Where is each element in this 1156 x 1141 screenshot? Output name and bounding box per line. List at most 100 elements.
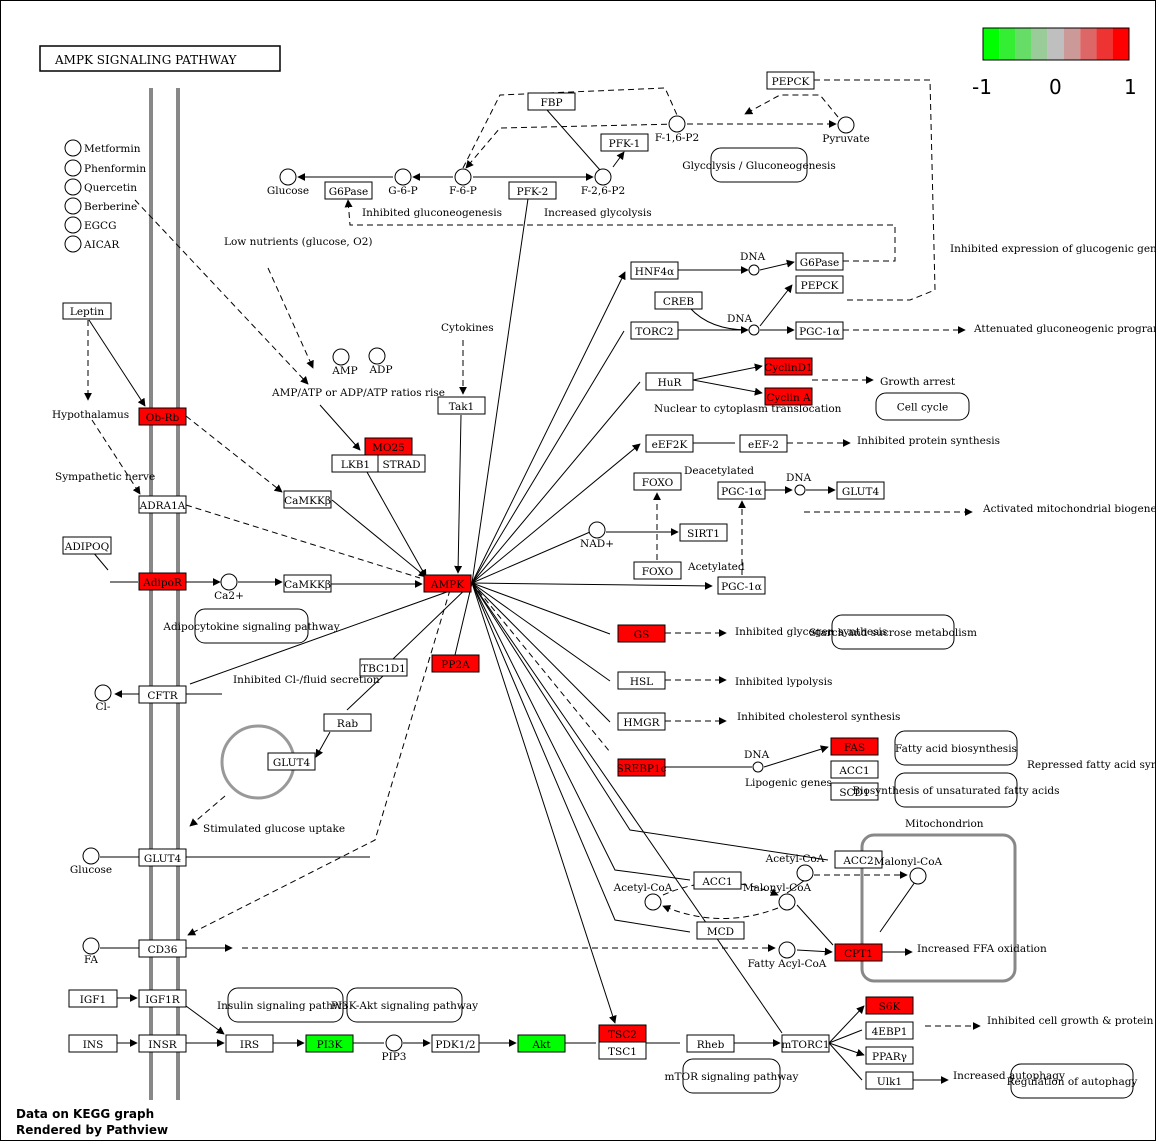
gene-creb[interactable]: CREB (654, 291, 703, 310)
gene-ppargamma[interactable]: PPARγ (865, 1046, 914, 1065)
gene-mcd[interactable]: MCD (696, 921, 745, 940)
gene-rab[interactable]: Rab (323, 713, 372, 732)
compound-acetylcoa2[interactable]: Acetyl-CoA (613, 882, 673, 911)
pathway-link-box[interactable] (875, 392, 970, 421)
gene-hsl[interactable]: HSL (617, 671, 666, 690)
pathway-link-insulin[interactable]: Insulin signaling pathway (217, 987, 354, 1023)
gene-box[interactable] (323, 713, 372, 732)
gene-box[interactable] (62, 302, 112, 320)
gene-cftr[interactable]: CFTR (138, 685, 187, 704)
gene-adipor[interactable]: AdipoR (138, 572, 187, 591)
compound-aicar[interactable]: AICAR (64, 235, 120, 253)
compound-circle[interactable] (454, 168, 472, 186)
gene-box[interactable] (527, 92, 576, 111)
gene-box[interactable] (283, 490, 332, 509)
gene-box[interactable] (633, 561, 682, 580)
gene-rheb[interactable]: Rheb (686, 1034, 735, 1053)
gene-box[interactable] (138, 1034, 187, 1053)
gene-box[interactable] (617, 758, 666, 777)
compound-circle[interactable] (837, 116, 855, 134)
compound-circle[interactable] (220, 573, 238, 591)
gene-leptin[interactable]: Leptin (62, 302, 112, 320)
gene-box[interactable] (617, 671, 666, 690)
gene-fas[interactable]: FAS (830, 737, 879, 756)
compound-f16p2[interactable]: F-1,6-P2 (655, 115, 699, 144)
gene-box[interactable] (62, 536, 112, 555)
gene-tbc1d1[interactable]: TBC1D1 (359, 658, 408, 677)
gene-hmgr[interactable]: HMGR (617, 712, 666, 731)
gene-box[interactable] (717, 481, 766, 500)
gene-cpt1[interactable]: CPT1 (834, 943, 883, 962)
compound-f6p[interactable]: F-6-P (449, 168, 477, 197)
compound-egcg[interactable]: EGCG (64, 216, 116, 234)
compound-circle[interactable] (588, 521, 606, 539)
gene-cyclind1[interactable]: CyclinD1 (764, 357, 813, 376)
gene-box[interactable] (423, 574, 472, 593)
gene-box[interactable] (865, 996, 914, 1015)
compound-malonylcoa1[interactable]: Malonyl-CoA (874, 856, 943, 885)
gene-eef2[interactable]: eEF-2 (739, 434, 788, 453)
compound-circle[interactable] (909, 867, 927, 885)
gene-glut4-mem[interactable]: GLUT4 (138, 848, 187, 867)
compound-berberine[interactable]: Berberine (64, 197, 137, 215)
compound-circle[interactable] (394, 168, 412, 186)
gene-hur[interactable]: HuR (645, 372, 694, 391)
gene-box[interactable] (138, 572, 187, 591)
compound-circle[interactable] (64, 178, 82, 196)
gene-pi3k[interactable]: PI3K (305, 1034, 354, 1053)
gene-box[interactable] (324, 181, 373, 200)
compound-circle[interactable] (64, 216, 82, 234)
pathway-link-starch[interactable]: Starch and sucrose metabolism (809, 614, 977, 650)
gene-camkkb2[interactable]: CaMKKβ (283, 574, 332, 593)
compound-pyruvate[interactable]: Pyruvate (822, 116, 870, 145)
gene-box[interactable] (865, 1071, 914, 1090)
gene-pfk1[interactable]: PFK-1 (600, 133, 649, 152)
compound-circle[interactable] (279, 168, 297, 186)
gene-box[interactable] (795, 252, 844, 271)
gene-tsc1[interactable]: TSC1 (598, 1041, 647, 1060)
gene-mo25[interactable]: MO25 (364, 437, 413, 456)
gene-insr[interactable]: INSR (138, 1034, 187, 1053)
gene-box[interactable] (764, 387, 813, 406)
pathway-link-box[interactable] (894, 730, 1018, 766)
compound-circle[interactable] (368, 347, 386, 365)
compound-circle[interactable] (82, 847, 100, 865)
gene-box[interactable] (630, 321, 679, 340)
gene-box[interactable] (305, 1034, 354, 1053)
gene-pgc1a1[interactable]: PGC-1α (795, 321, 844, 340)
gene-pepck2[interactable]: PEPCK (795, 275, 844, 294)
pathway-link-box[interactable] (346, 987, 463, 1023)
gene-box[interactable] (654, 291, 703, 310)
gene-box[interactable] (508, 181, 557, 200)
gene-pgc1a2[interactable]: PGC-1α (717, 481, 766, 500)
gene-box[interactable] (437, 396, 486, 415)
gene-box[interactable] (598, 1041, 647, 1060)
compound-circle[interactable] (82, 937, 100, 955)
gene-box[interactable] (739, 434, 788, 453)
compound-malonylcoa2[interactable]: Malonyl-CoA (743, 882, 812, 911)
gene-box[interactable] (834, 943, 883, 962)
gene-box[interactable] (696, 921, 745, 940)
gene-irs[interactable]: IRS (225, 1034, 274, 1053)
compound-fattyacylcoa[interactable]: Fatty Acyl-CoA (748, 941, 827, 970)
gene-akt[interactable]: Akt (517, 1034, 566, 1053)
gene-box[interactable] (679, 523, 728, 542)
compound-circle[interactable] (668, 115, 686, 133)
gene-g6pase1[interactable]: G6Pase (324, 181, 373, 200)
pathway-link-pi3kakt[interactable]: PI3K-Akt signaling pathway (331, 987, 478, 1023)
gene-box[interactable] (267, 752, 316, 771)
compound-nad[interactable]: NAD+ (580, 521, 614, 550)
gene-box[interactable] (68, 989, 118, 1008)
compound-circle[interactable] (385, 1034, 403, 1052)
gene-obrb[interactable]: Ob-Rb (138, 407, 187, 426)
compound-acetylcoa1[interactable]: Acetyl-CoA (765, 853, 825, 882)
gene-box[interactable] (645, 372, 694, 391)
gene-pgc1a3[interactable]: PGC-1α (717, 576, 766, 595)
gene-box[interactable] (138, 939, 187, 958)
gene-tsc2[interactable]: TSC2 (598, 1024, 647, 1043)
gene-box[interactable] (600, 133, 649, 152)
pathway-link-box[interactable] (227, 987, 344, 1023)
gene-box[interactable] (865, 1046, 914, 1065)
gene-eef2k[interactable]: eEF2K (645, 434, 694, 453)
gene-camkkb1[interactable]: CaMKKβ (283, 490, 332, 509)
